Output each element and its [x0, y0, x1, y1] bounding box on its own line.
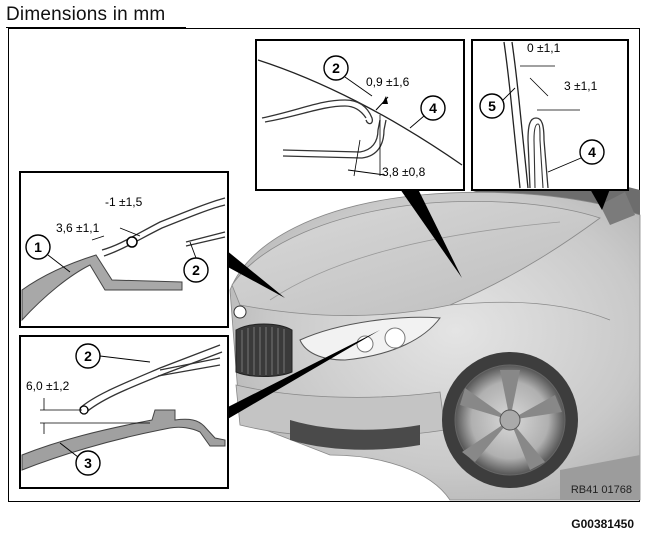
dimension-label-bumper-gap: 6,0 ±1,2	[26, 379, 70, 393]
callout-4-top-center: 4	[429, 100, 437, 116]
inset-middle-left	[19, 171, 229, 328]
callout-5: 5	[488, 98, 496, 114]
car-body	[229, 180, 641, 501]
dimension-label-door-gap: 3 ±1,1	[564, 79, 598, 93]
callout-2-bottom: 2	[84, 348, 92, 364]
dimension-label-hood-offset: -1 ±1,5	[105, 195, 143, 209]
dimension-label-door-flush: 0 ±1,1	[527, 41, 561, 55]
figure-reference-code: RB41 01768	[570, 484, 632, 496]
page-title: Dimensions in mm	[6, 4, 166, 25]
inset-bottom-left	[19, 335, 229, 489]
pointer-wedges	[226, 189, 610, 420]
title-underline	[6, 27, 186, 28]
callout-leaders	[47, 76, 582, 458]
dimension-label-hood-flush: 0,9 ±1,6	[366, 75, 410, 89]
dimension-label-gap-left: 3,6 ±1,1	[56, 221, 100, 235]
callout-4-top-right: 4	[588, 144, 596, 160]
callout-3: 3	[84, 455, 92, 471]
callout-2-top: 2	[332, 60, 340, 76]
callouts	[25, 55, 605, 476]
callout-1: 1	[34, 239, 42, 255]
dimension-label-hood-gap: 3,8 ±0,8	[382, 165, 426, 179]
document-id: G00381450	[571, 517, 634, 531]
callout-2-middle: 2	[192, 262, 200, 278]
